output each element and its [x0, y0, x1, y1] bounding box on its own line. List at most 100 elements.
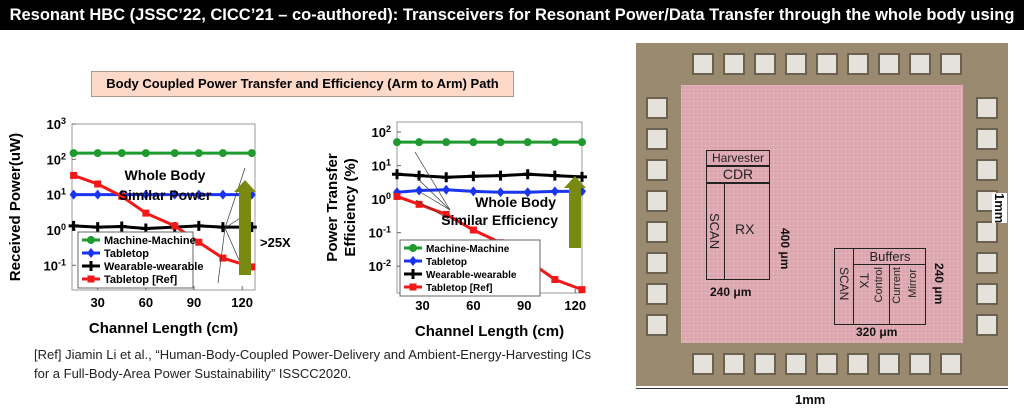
- tx-height-label: 240 μm: [932, 263, 946, 305]
- marker-diamond: [415, 185, 424, 196]
- block-scan-rx: SCAN: [707, 213, 722, 250]
- series-line-tabletop: [396, 188, 582, 194]
- legend-label: Wearable-wearable: [426, 270, 517, 281]
- legend-label: Machine-Machine: [104, 235, 196, 247]
- marker-square: [248, 263, 256, 271]
- marker-star: [441, 172, 452, 183]
- block-tx: TX: [857, 273, 871, 289]
- bond-pad: [646, 97, 668, 119]
- bond-pad: [940, 53, 962, 75]
- marker-star: [408, 269, 418, 279]
- reference-citation: [Ref] Jiamin Li et al., “Human-Body-Coup…: [34, 347, 592, 381]
- bond-pad: [816, 353, 838, 375]
- marker-square: [171, 222, 179, 230]
- legend-label: Tabletop: [426, 257, 467, 268]
- series-line-tabletop-ref-: [73, 174, 253, 269]
- annotation-pointer: [224, 167, 246, 229]
- bond-pad: [723, 53, 745, 75]
- marker-star: [549, 170, 560, 181]
- block-buffers: Buffers: [853, 249, 926, 265]
- bond-pad: [976, 283, 998, 305]
- marker-circle: [117, 149, 126, 158]
- marker-star: [68, 220, 79, 231]
- improvement-arrow-icon: [234, 180, 256, 275]
- y-tick-label: 103: [47, 116, 66, 132]
- marker-star: [92, 222, 103, 233]
- bond-pad: [785, 53, 807, 75]
- marker-circle: [69, 149, 78, 158]
- x-tick-label: 60: [466, 298, 480, 313]
- x-tick-label: 90: [517, 298, 531, 313]
- bond-pad: [646, 221, 668, 243]
- bond-pad: [976, 221, 998, 243]
- marker-diamond: [194, 189, 203, 200]
- marker-star: [577, 171, 587, 182]
- marker-diamond: [170, 189, 179, 200]
- marker-circle: [578, 138, 586, 147]
- marker-square: [469, 226, 477, 234]
- marker-square: [442, 210, 450, 218]
- marker-circle: [141, 149, 150, 158]
- marker-square: [195, 238, 203, 246]
- x-tick-label: 120: [564, 298, 586, 313]
- y-axis-label-line1: Power Transfer: [324, 153, 341, 262]
- legend-label: Tabletop [Ref]: [426, 283, 492, 294]
- marker-diamond: [141, 189, 150, 200]
- annotation-pointer: [415, 199, 451, 221]
- bond-pad: [847, 53, 869, 75]
- rx-height-label: 400 μm: [778, 228, 792, 270]
- marker-diamond: [523, 187, 532, 198]
- bond-pad: [909, 53, 931, 75]
- marker-diamond: [442, 184, 451, 195]
- bond-pad: [692, 353, 714, 375]
- y-tick-label: 101: [372, 158, 391, 174]
- marker-circle: [415, 138, 424, 147]
- legend-label: Wearable-wearable: [104, 261, 203, 273]
- y-axis-label: Received Power(uW): [7, 133, 24, 281]
- block-control: Control: [873, 267, 885, 303]
- marker-square: [70, 171, 78, 179]
- marker-diamond: [409, 256, 417, 266]
- tx-width-label: 320 μm: [856, 325, 898, 339]
- y-tick-label: 101: [47, 187, 66, 203]
- legend-label: Tabletop [Ref]: [104, 274, 177, 286]
- block-cdr: CDR: [706, 165, 770, 184]
- y-tick-label: 10-2: [369, 258, 391, 274]
- marker-diamond: [218, 189, 227, 200]
- annotation-text: Similar Efficiency: [441, 212, 558, 228]
- die-height-label: 1mm: [992, 193, 1007, 224]
- marker-circle: [393, 138, 401, 147]
- x-tick-label: 30: [415, 298, 429, 313]
- marker-star: [495, 170, 506, 181]
- bond-pad: [646, 190, 668, 212]
- block-scan-tx: SCAN: [837, 267, 851, 301]
- marker-square: [87, 275, 95, 283]
- die-core: [681, 85, 963, 343]
- marker-square: [118, 192, 126, 200]
- marker-diamond: [93, 189, 102, 200]
- improvement-label: >25X: [260, 235, 291, 250]
- block-harvester: Harvester: [706, 150, 770, 167]
- bond-pad: [816, 53, 838, 75]
- bond-pad: [646, 128, 668, 150]
- bond-pad: [976, 128, 998, 150]
- block-tx-area: Buffers SCAN TX Control Current Mirror: [834, 248, 926, 325]
- bond-pad: [976, 159, 998, 181]
- bond-pad: [878, 53, 900, 75]
- marker-circle: [218, 149, 227, 158]
- annotation-pointer: [419, 191, 451, 211]
- annotation-pointer: [416, 177, 451, 211]
- x-axis-label: Channel Length (cm): [415, 323, 564, 340]
- x-tick-label: 60: [139, 295, 153, 310]
- y-tick-label: 10-1: [369, 225, 391, 241]
- die-photo: Harvester CDR SCAN RX 400 μm 240 μm Buff…: [636, 43, 1008, 386]
- x-tick-label: 30: [90, 295, 104, 310]
- block-mirror: Mirror: [907, 269, 919, 298]
- bond-pad: [785, 353, 807, 375]
- bond-pad: [723, 353, 745, 375]
- x-tick-label: 120: [231, 295, 253, 310]
- y-tick-label: 102: [47, 151, 66, 167]
- marker-diamond: [496, 187, 505, 198]
